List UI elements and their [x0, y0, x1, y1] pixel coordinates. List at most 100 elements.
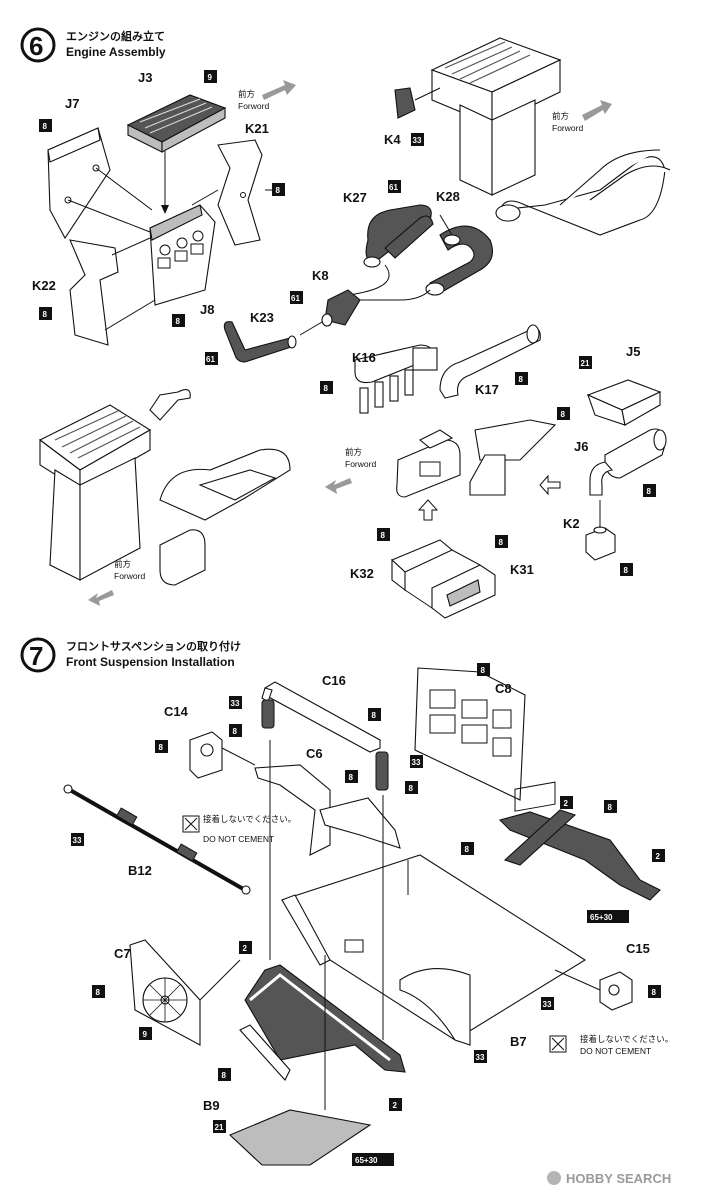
svg-text:8: 8: [608, 803, 613, 812]
svg-text:DO NOT CEMENT: DO NOT CEMENT: [580, 1046, 651, 1056]
intake-funnel: [469, 419, 557, 496]
rear-brace: 2 8 2 65+30: [498, 796, 665, 923]
part-k21: K21 8: [217, 121, 285, 246]
svg-text:8: 8: [409, 784, 414, 793]
svg-text:8: 8: [624, 566, 629, 575]
part-k16: K16 8: [320, 344, 438, 414]
forward-indicator-1: 前方 Forword: [238, 80, 296, 111]
svg-text:8: 8: [43, 310, 48, 319]
part-j3: J3 9: [126, 70, 227, 153]
svg-text:33: 33: [231, 699, 240, 708]
step-6-title-en: Engine Assembly: [66, 45, 166, 59]
label-c7: C7: [114, 946, 131, 961]
svg-text:33: 33: [413, 136, 422, 145]
assembled-engine-left: 前方 Forword: [38, 389, 291, 606]
part-k4: K4 33: [384, 87, 424, 147]
svg-text:8: 8: [372, 711, 377, 720]
svg-text:Forword: Forword: [345, 459, 376, 469]
svg-text:33: 33: [543, 1000, 552, 1009]
label-j3: J3: [138, 70, 152, 85]
label-k23: K23: [250, 310, 274, 325]
label-k28: K28: [436, 189, 460, 204]
label-b12: B12: [128, 863, 152, 878]
step-6-header: 6 エンジンの組み立て Engine Assembly: [20, 27, 166, 63]
svg-text:前方: 前方: [552, 111, 569, 121]
label-k2: K2: [563, 516, 580, 531]
svg-text:8: 8: [465, 845, 470, 854]
part-c16: C16 33 8 8 33 8: [229, 673, 423, 794]
step-7-number: 7: [29, 641, 43, 671]
label-j5: J5: [626, 344, 640, 359]
svg-text:8: 8: [481, 666, 486, 675]
svg-text:8: 8: [233, 727, 238, 736]
svg-text:前方: 前方: [238, 89, 255, 99]
label-j6: J6: [574, 439, 588, 454]
svg-text:8: 8: [652, 988, 657, 997]
svg-text:8: 8: [519, 375, 524, 384]
svg-text:33: 33: [412, 758, 421, 767]
label-b7: B7: [510, 1034, 527, 1049]
part-b12: B12 33: [63, 784, 251, 895]
label-k27: K27: [343, 190, 367, 205]
label-k22: K22: [32, 278, 56, 293]
svg-text:HOBBY SEARCH: HOBBY SEARCH: [566, 1171, 671, 1186]
label-k4: K4: [384, 132, 401, 147]
svg-text:前方: 前方: [345, 447, 362, 457]
label-j8: J8: [200, 302, 214, 317]
part-k17: K17 8: [439, 324, 541, 399]
part-c15: C15 8: [599, 941, 661, 1011]
svg-text:DO NOT CEMENT: DO NOT CEMENT: [203, 834, 274, 844]
svg-text:Forword: Forword: [114, 571, 145, 581]
svg-text:8: 8: [324, 384, 329, 393]
svg-text:61: 61: [389, 183, 398, 192]
svg-text:8: 8: [176, 317, 181, 326]
label-c16: C16: [322, 673, 346, 688]
svg-text:8: 8: [381, 531, 386, 540]
assembled-exhaust: [495, 149, 671, 236]
svg-text:8: 8: [159, 743, 164, 752]
watermark: HOBBY SEARCH: [547, 1171, 671, 1186]
label-k8: K8: [312, 268, 329, 283]
svg-text:9: 9: [208, 73, 213, 82]
label-c15: C15: [626, 941, 650, 956]
part-k28: K28: [425, 189, 493, 296]
label-c6: C6: [306, 746, 323, 761]
label-k32: K32: [350, 566, 374, 581]
svg-text:8: 8: [222, 1071, 227, 1080]
svg-text:Forword: Forword: [238, 101, 269, 111]
svg-text:8: 8: [276, 186, 281, 195]
svg-text:2: 2: [393, 1101, 398, 1110]
svg-text:61: 61: [291, 294, 300, 303]
assembled-engine-top: 前方 Forword: [430, 37, 612, 196]
svg-text:前方: 前方: [114, 559, 131, 569]
svg-text:21: 21: [581, 359, 590, 368]
label-b9: B9: [203, 1098, 220, 1113]
part-k23: K23 61: [205, 310, 297, 365]
svg-text:9: 9: [143, 1030, 148, 1039]
svg-text:33: 33: [73, 836, 82, 845]
label-j7: J7: [65, 96, 79, 111]
svg-text:33: 33: [476, 1053, 485, 1062]
step-7-header: 7 フロントサスペンションの取り付け Front Suspension Inst…: [20, 637, 241, 673]
svg-text:8: 8: [43, 122, 48, 131]
part-j6: J6 8: [574, 428, 667, 497]
svg-text:65+30: 65+30: [590, 913, 613, 922]
part-k32: K32 8: [350, 528, 454, 592]
svg-text:21: 21: [215, 1123, 224, 1132]
svg-text:8: 8: [499, 538, 504, 547]
svg-text:Forword: Forword: [552, 123, 583, 133]
label-c8: C8: [495, 681, 512, 696]
label-c14: C14: [164, 704, 189, 719]
svg-text:2: 2: [656, 852, 661, 861]
part-b9: B9 21 65+30: [203, 1098, 394, 1166]
part-k8: K8 61: [290, 268, 361, 327]
svg-text:接着しないでください。: 接着しないでください。: [580, 1034, 673, 1044]
step-6-number: 6: [29, 31, 43, 61]
label-k31: K31: [510, 562, 534, 577]
airbox-subassembly: 前方 Forword: [325, 429, 461, 498]
part-b7: B7 8 33 33: [281, 781, 587, 1063]
part-c6: C6 8: [254, 746, 401, 856]
svg-text:8: 8: [647, 487, 652, 496]
label-k17: K17: [475, 382, 499, 397]
